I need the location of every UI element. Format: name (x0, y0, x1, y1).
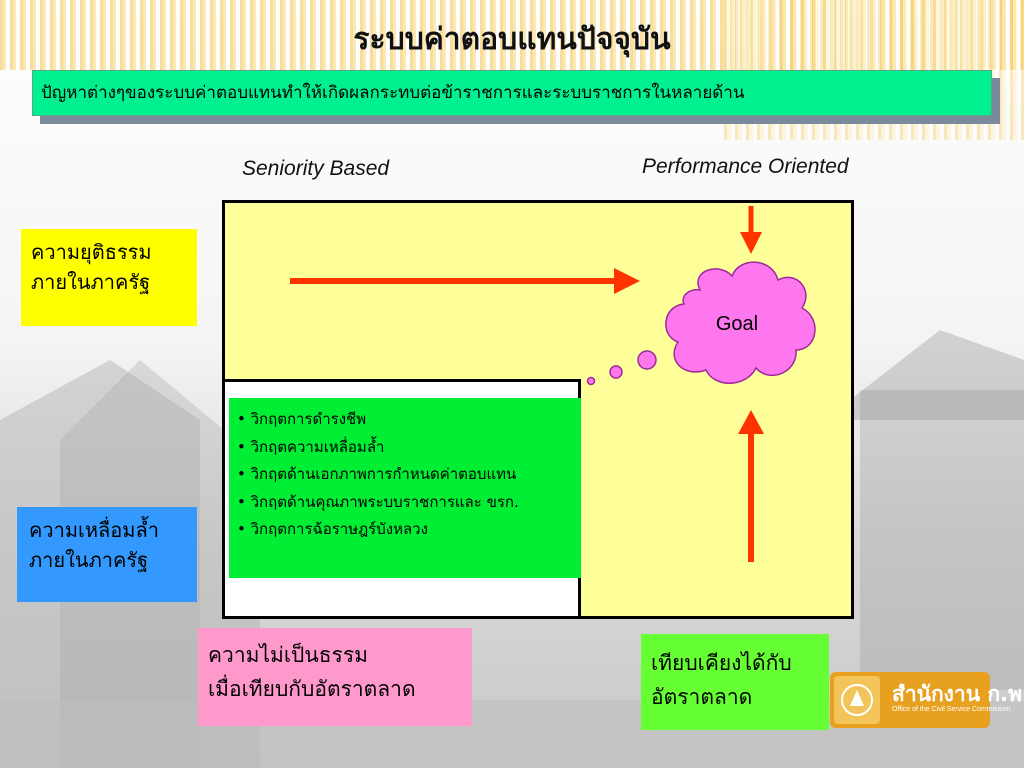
unfair-market-line-1: ความไม่เป็นธรรม (208, 643, 368, 667)
page-title: ระบบค่าตอบแทนปัจจุบัน (353, 22, 671, 57)
inequality-line-1: ความเหลื่อมล้ำ (29, 518, 159, 542)
inequality-line-2: ภายในภาครัฐ (29, 548, 149, 572)
comparable-market-line-1: เทียบเคียงได้กับ (651, 651, 792, 675)
fairness-line-2: ภายในภาครัฐ (31, 270, 151, 294)
unfair-market-box: ความไม่เป็นธรรม เมื่อเทียบกับอัตราตลาด (198, 628, 472, 726)
crisis-item: • วิกฤตความเหลื่อมล้ำ (237, 437, 385, 456)
goal-label: Goal (715, 313, 759, 335)
unfair-market-line-2: เมื่อเทียบกับอัตราตลาด (208, 677, 416, 701)
axis-label-performance: Performance Oriented (642, 155, 849, 178)
fairness-box: ความยุติธรรม ภายในภาครัฐ (21, 229, 197, 326)
comparable-market-line-2: อัตราตลาด (651, 685, 753, 709)
crisis-item: • วิกฤตการฉ้อราษฎร์บังหลวง (237, 520, 428, 538)
crisis-item: • วิกฤตด้านคุณภาพระบบราชการและ ขรก. (237, 492, 519, 511)
comparable-market-box: เทียบเคียงได้กับ อัตราตลาด (641, 634, 829, 730)
crisis-item: • วิกฤตด้านเอกภาพการกำหนดค่าตอบแทน (237, 465, 517, 483)
inequality-box: ความเหลื่อมล้ำ ภายในภาครัฐ (17, 507, 197, 602)
header-stripes (0, 0, 1024, 70)
logo-text: สำนักงาน ก.พ. (892, 682, 1024, 706)
fairness-line-1: ความยุติธรรม (31, 240, 152, 264)
ocsc-logo: สำนักงาน ก.พ. Office of the Civil Servic… (830, 672, 1024, 728)
problem-banner: ปัญหาต่างๆของระบบค่าตอบแทนทำให้เกิดผลกระ… (32, 70, 992, 116)
crisis-list: • วิกฤตการดำรงชีพ • วิกฤตความเหลื่อมล้ำ … (229, 398, 581, 578)
logo-subtext: Office of the Civil Service Commission (892, 706, 1011, 713)
crisis-item: • วิกฤตการดำรงชีพ (237, 410, 367, 428)
axis-label-seniority: Seniority Based (242, 157, 390, 180)
logo-background (830, 672, 990, 728)
